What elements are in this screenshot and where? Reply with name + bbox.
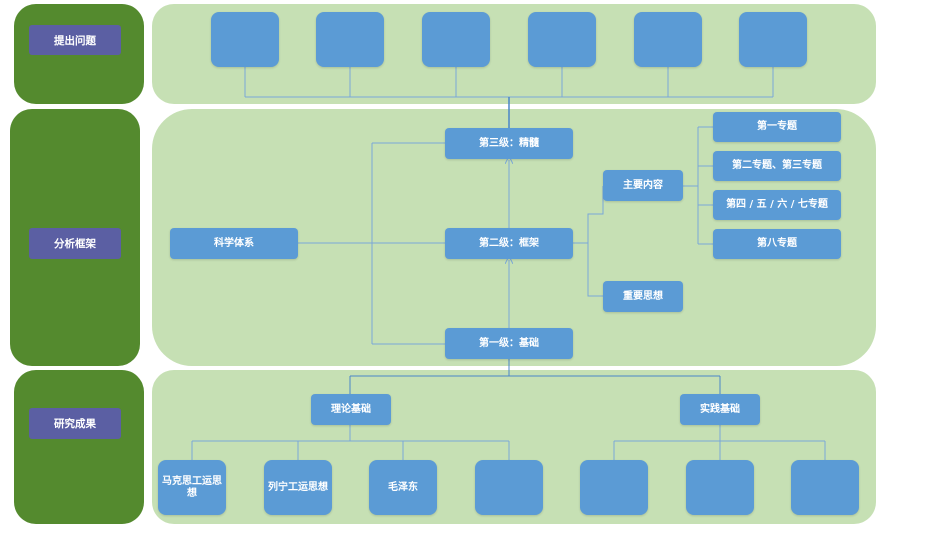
leaf-5 — [580, 460, 648, 515]
science-system-node: 科学体系 — [170, 228, 298, 259]
top-box-5 — [634, 12, 702, 67]
level2-node: 第二级：框架 — [445, 228, 573, 259]
level1-node: 第一级：基础 — [445, 328, 573, 359]
leaf-6 — [686, 460, 754, 515]
practice-leaves — [613, 425, 826, 460]
side-label-raise-question: 提出问题 — [29, 25, 121, 55]
main-content-topics — [683, 126, 713, 245]
topic-node-4: 第八专题 — [713, 229, 841, 259]
level1-bottom-bus — [349, 359, 721, 394]
side-panel-bottom — [14, 370, 144, 524]
level2-important-thought — [573, 242, 603, 297]
important-thought-node: 重要思想 — [603, 281, 683, 312]
top-box-1 — [211, 12, 279, 67]
top-box-3 — [422, 12, 490, 67]
topic-node-2: 第二专题、第三专题 — [713, 151, 841, 181]
top-row-bus — [244, 67, 774, 98]
leaf-4 — [475, 460, 543, 515]
theory-leaves — [191, 425, 510, 460]
top-box-6 — [739, 12, 807, 67]
leaf-7 — [791, 460, 859, 515]
leaf-mao: 毛泽东 — [369, 460, 437, 515]
theory-basis-node: 理论基础 — [311, 394, 391, 425]
leaf-lenin: 列宁工运思想 — [264, 460, 332, 515]
top-box-4 — [528, 12, 596, 67]
leaf-marx: 马克思工运思想 — [158, 460, 226, 515]
top-box-2 — [316, 12, 384, 67]
main-content-node: 主要内容 — [603, 170, 683, 201]
side-label-research-results: 研究成果 — [29, 408, 121, 439]
level3-node: 第三级：精髓 — [445, 128, 573, 159]
side-label-analysis-framework: 分析框架 — [29, 228, 121, 259]
topic-node-1: 第一专题 — [713, 112, 841, 142]
topic-node-3: 第四 / 五 / 六 / 七专题 — [713, 190, 841, 220]
practice-basis-node: 实践基础 — [680, 394, 760, 425]
science-bracket — [298, 142, 445, 345]
level2-main-content — [573, 186, 604, 244]
